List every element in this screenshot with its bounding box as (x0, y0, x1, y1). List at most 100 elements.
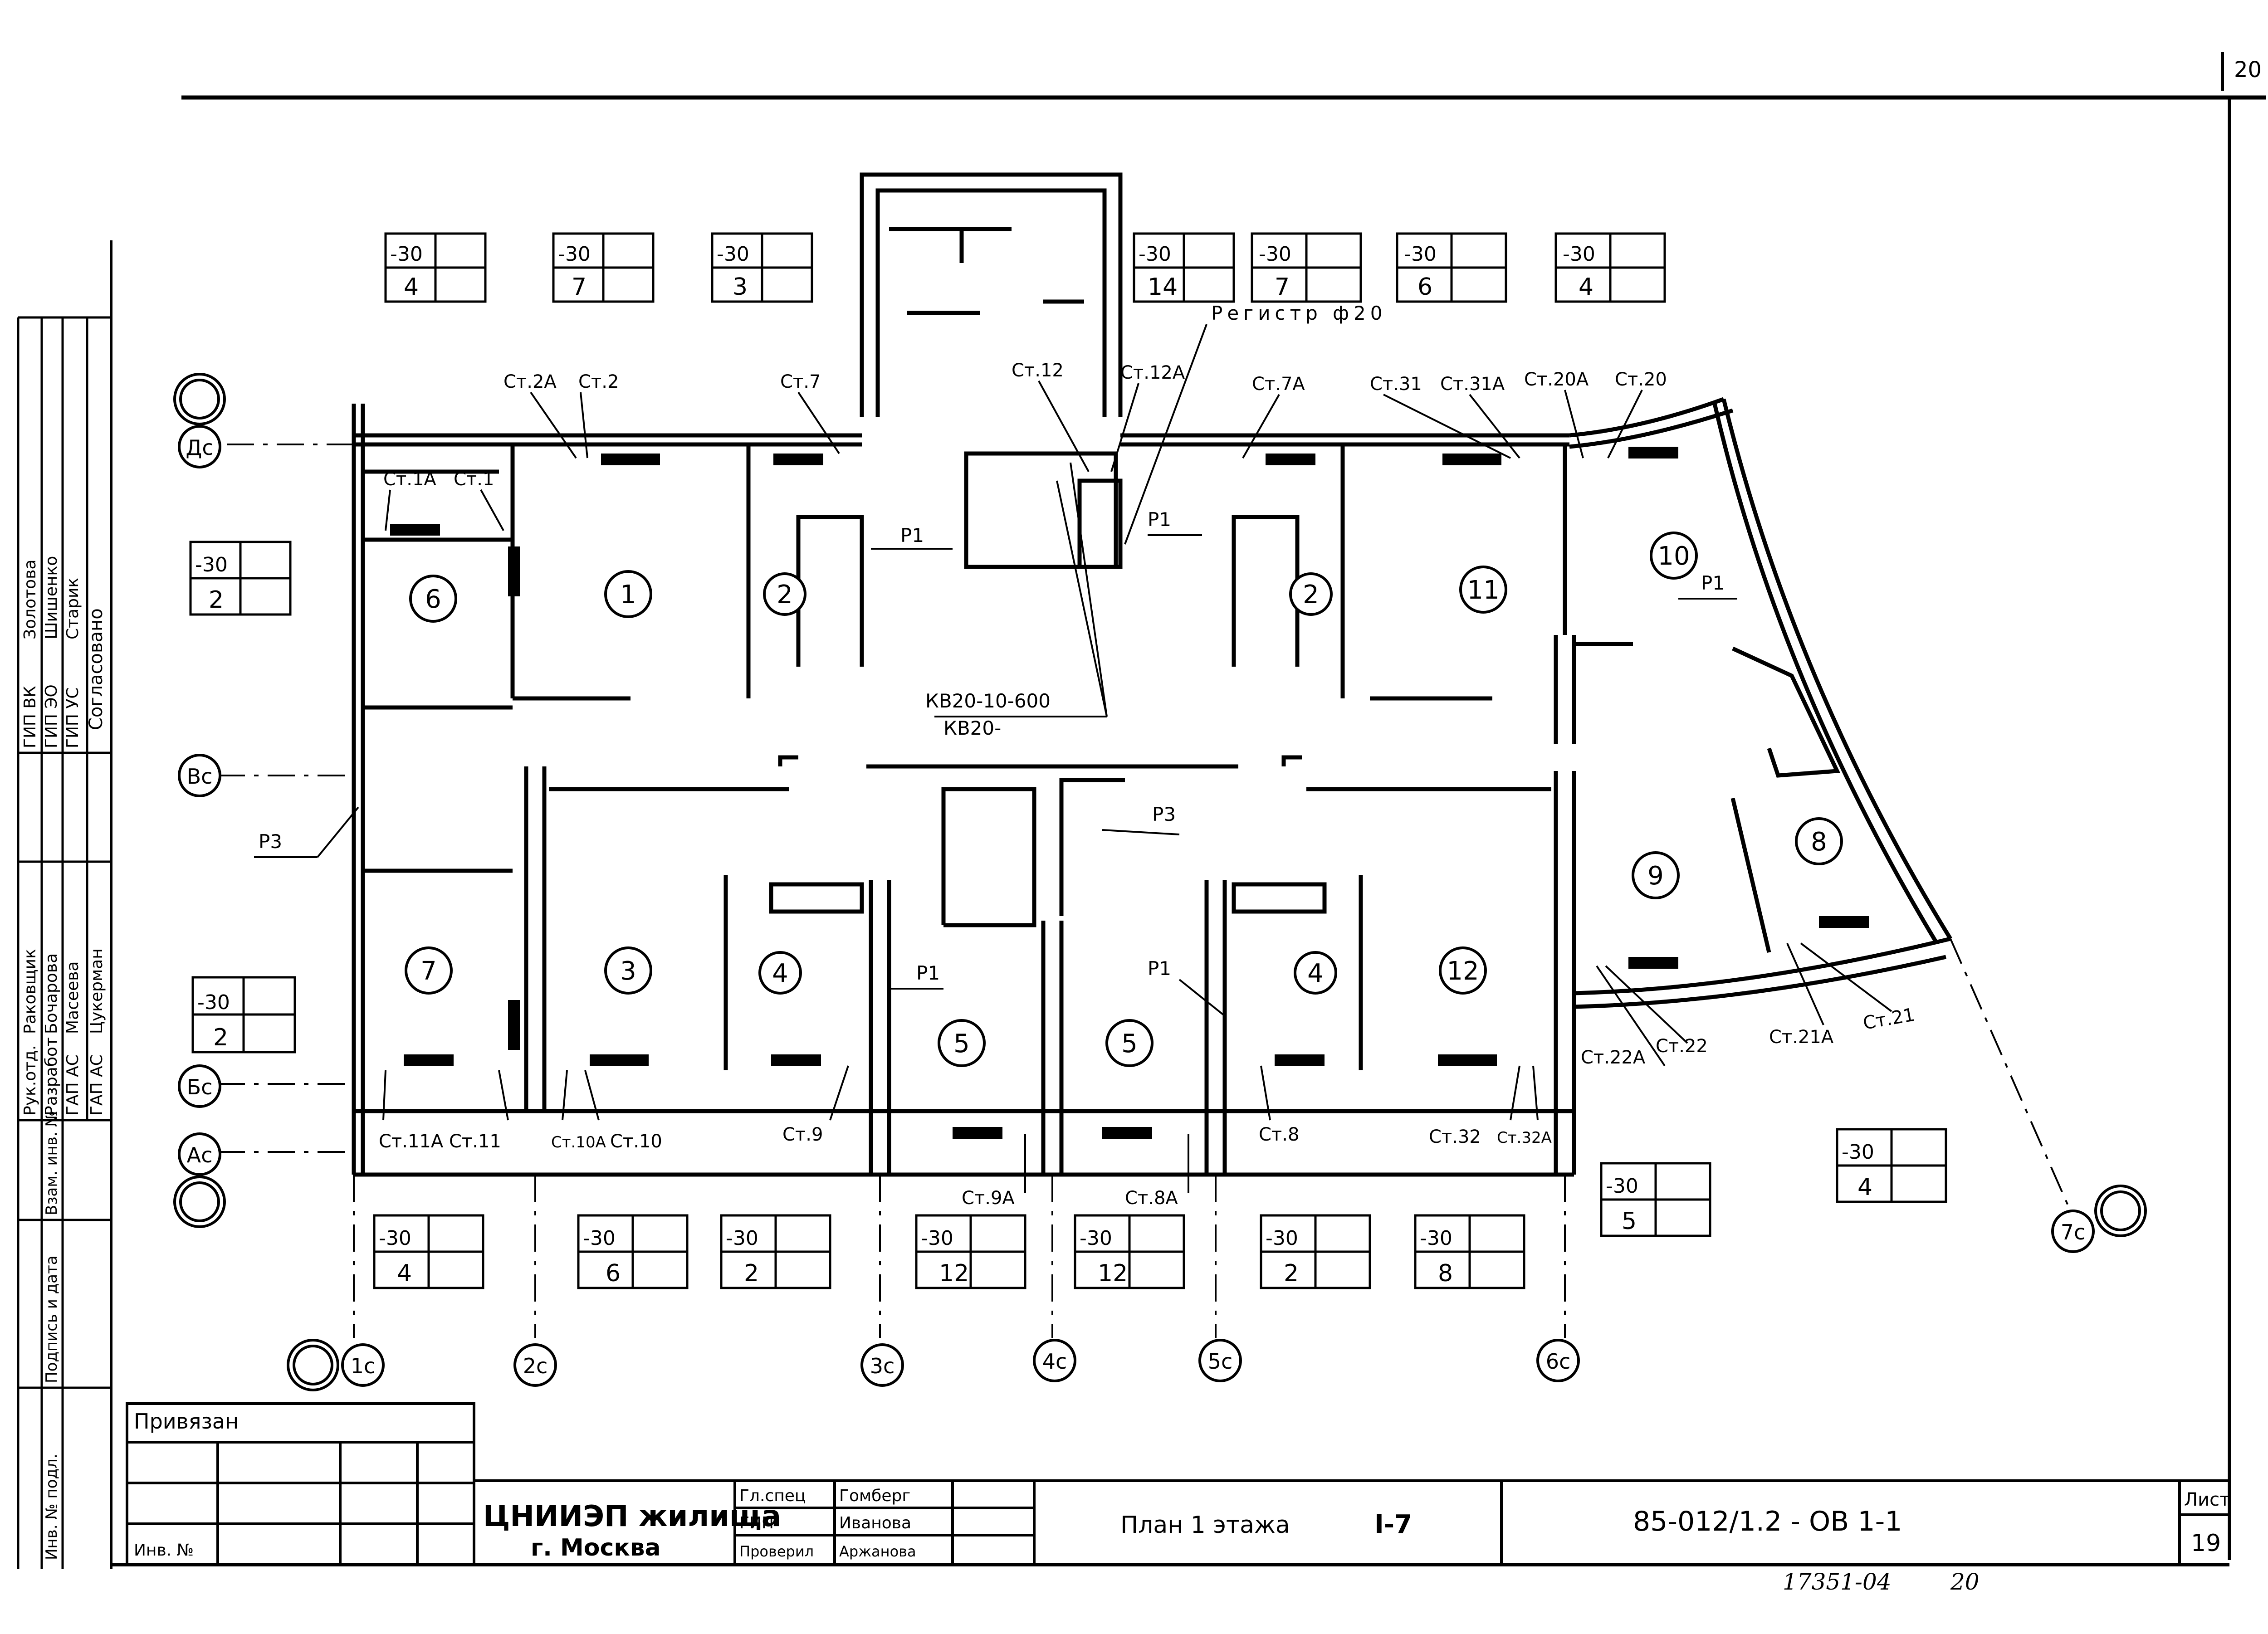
room-marker (938, 1019, 986, 1067)
room-number: 3 (620, 956, 636, 986)
svg-text:6: 6 (1418, 273, 1432, 301)
svg-text:4: 4 (1579, 273, 1593, 301)
org-city: г. Москва (531, 1534, 661, 1561)
svg-text:ГИП ВК: ГИП ВК (21, 686, 39, 748)
axis-labels: Ас Бс Вс Дс 1с 2с 3с 4с 5с 6с 7с (186, 435, 2085, 1378)
svg-text:Аржанова: Аржанова (839, 1543, 916, 1560)
svg-text:Р3: Р3 (259, 830, 282, 853)
room-number: 4 (772, 959, 788, 988)
axis-label: 2с (523, 1354, 548, 1378)
room-number: 2 (777, 580, 793, 610)
svg-text:Р1: Р1 (900, 524, 924, 546)
svg-text:Р1: Р1 (1148, 957, 1171, 980)
room-number: 10 (1657, 541, 1690, 571)
room-number: 11 (1467, 576, 1499, 605)
svg-text:Ст.11: Ст.11 (449, 1131, 501, 1152)
svg-text:Разработ: Разработ (42, 1037, 61, 1116)
svg-text:-30: -30 (1420, 1227, 1452, 1250)
room-number: 4 (1307, 959, 1324, 988)
note-labels: Регистр ф20 КВ20-10-600 КВ20- Р1 Р1 Р3 Р… (259, 302, 1725, 984)
svg-text:Инв. № подл.: Инв. № подл. (43, 1454, 61, 1560)
svg-text:Ст.20: Ст.20 (1615, 369, 1667, 390)
svg-text:Ст.1А: Ст.1А (383, 469, 436, 490)
temp-boxes (189, 232, 1947, 1289)
svg-text:Гомберг: Гомберг (839, 1487, 910, 1505)
svg-text:12: 12 (939, 1260, 969, 1287)
room-marker (1105, 1019, 1154, 1067)
svg-text:Ст.7: Ст.7 (780, 371, 821, 392)
svg-text:Ст.20А: Ст.20А (1524, 369, 1589, 390)
svg-text:8: 8 (1438, 1260, 1453, 1287)
riser-labels: Ст.2А Ст.2 Ст.7 Ст.12 Ст.12А Ст.7А Ст.31… (379, 360, 1916, 1209)
svg-text:Ст.10: Ст.10 (610, 1131, 662, 1152)
svg-text:ГИП УС: ГИП УС (64, 688, 82, 748)
svg-text:Ст.10А: Ст.10А (551, 1133, 606, 1151)
svg-text:12: 12 (1098, 1260, 1128, 1287)
svg-text:Иванова: Иванова (839, 1514, 911, 1532)
room-number: 9 (1647, 861, 1664, 891)
sheet-code: 85-012/1.2 - ОВ 1-1 (1633, 1506, 1902, 1537)
svg-text:Ст.2: Ст.2 (578, 371, 619, 392)
room-number: 6 (425, 585, 441, 614)
svg-text:Ст.12А: Ст.12А (1120, 362, 1185, 383)
axis-label: Бс (187, 1075, 213, 1099)
room-marker (1650, 532, 1698, 580)
svg-text:-30: -30 (390, 243, 423, 266)
axis-bubbles (173, 373, 2147, 1391)
svg-text:Р3: Р3 (1152, 803, 1176, 825)
svg-text:Взам. инв. №: Взам. инв. № (43, 1111, 61, 1215)
svg-text:Ст.31А: Ст.31А (1440, 374, 1505, 395)
radiators (390, 447, 1869, 1139)
svg-text:Ст.7А: Ст.7А (1252, 374, 1305, 395)
svg-text:-30: -30 (1563, 243, 1595, 266)
svg-text:-30: -30 (379, 1227, 411, 1250)
svg-text:7: 7 (1275, 273, 1290, 301)
axis-label: Вс (187, 764, 213, 789)
inv-label: Инв. № (134, 1541, 194, 1560)
room-numbers: 1 2 2 11 10 6 7 3 4 5 5 4 12 9 8 (420, 541, 1827, 1058)
svg-text:Ст.8: Ст.8 (1259, 1124, 1299, 1145)
axis-label: 6с (1546, 1349, 1571, 1374)
axis-label: 3с (870, 1354, 895, 1378)
svg-text:2: 2 (209, 586, 224, 614)
svg-text:3: 3 (733, 273, 748, 301)
axis-label: 1с (351, 1354, 376, 1378)
axis-label: 4с (1042, 1349, 1067, 1374)
svg-text:Регистр ф20: Регистр ф20 (1211, 302, 1387, 324)
svg-text:Ст.9А: Ст.9А (962, 1188, 1015, 1209)
side-stamp-text: Рук.отд. Разработ ГАП АС ГАП АС Раковщик… (21, 556, 107, 1560)
svg-text:Золотова: Золотова (21, 560, 39, 639)
svg-text:4: 4 (1857, 1174, 1872, 1201)
axis-label: Дс (186, 435, 213, 460)
walls (352, 172, 1952, 1177)
title-block (126, 1402, 2229, 1566)
svg-text:Ст.21А: Ст.21А (1769, 1027, 1834, 1048)
room-marker (604, 946, 652, 995)
svg-text:Р1: Р1 (916, 962, 940, 984)
room-marker (1294, 951, 1337, 995)
sheet-section: I-7 (1374, 1510, 1412, 1539)
room-number: 7 (420, 956, 437, 986)
svg-text:Рук.отд.: Рук.отд. (21, 1045, 39, 1116)
room-marker (1795, 817, 1843, 865)
svg-text:-30: -30 (921, 1227, 953, 1250)
temp-box-labels: -30 4 -30 7 -30 3 -30 1 4 -30 7 -30 6 -30 4 -30 2… (195, 243, 1874, 1287)
svg-text:-30: -30 (1266, 1227, 1298, 1250)
room-marker (405, 946, 453, 995)
svg-text:-30: -30 (1080, 1227, 1112, 1250)
room-number: 5 (953, 1029, 970, 1058)
archive-page: 20 (1950, 1569, 1980, 1595)
side-stamp (17, 316, 111, 1569)
svg-text:-30: -30 (1404, 243, 1437, 266)
riser-leaders (382, 380, 1892, 1193)
svg-text:Шишенко: Шишенко (42, 556, 61, 639)
privyazan-label: Привязан (134, 1409, 239, 1434)
room-marker (758, 951, 802, 995)
svg-text:Р1: Р1 (1148, 508, 1171, 531)
room-number: 1 (620, 580, 636, 610)
axis-label: 5с (1208, 1349, 1233, 1374)
svg-text:Ст.22А: Ст.22А (1581, 1047, 1646, 1068)
room-marker (763, 572, 807, 616)
svg-text:Ст.31: Ст.31 (1370, 374, 1422, 395)
svg-text:Ст.8А: Ст.8А (1125, 1188, 1178, 1209)
